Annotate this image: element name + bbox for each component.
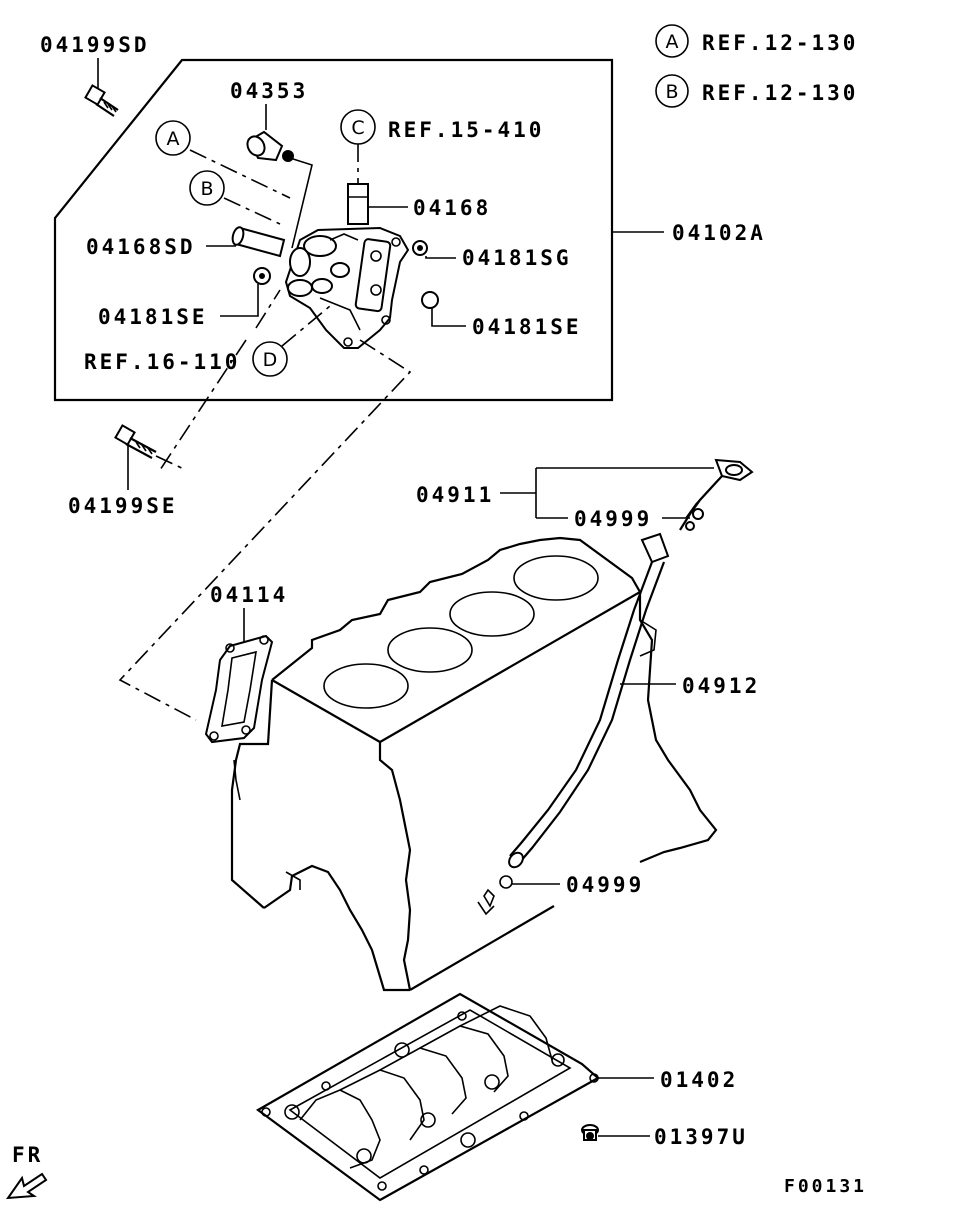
label-04168SD[interactable]: 04168SD bbox=[86, 235, 196, 259]
label-04181SE-left[interactable]: 04181SE bbox=[98, 305, 208, 329]
sensor-guide-line bbox=[289, 157, 313, 249]
label-04911[interactable]: 04911 bbox=[416, 483, 494, 507]
label-ref-16-110[interactable]: REF.16-110 bbox=[84, 350, 240, 374]
assembly-frame bbox=[53, 58, 614, 402]
plug-icon-04181SE-right bbox=[421, 291, 439, 309]
leader-04181SG bbox=[425, 256, 456, 259]
legend-ref-b: REF.12-130 bbox=[702, 81, 858, 105]
bolt-guide-line bbox=[159, 339, 247, 471]
bolt-se-dash bbox=[155, 455, 187, 471]
leader-04181SE-left bbox=[220, 284, 259, 317]
callout-b-letter: B bbox=[200, 178, 213, 200]
gasket-guide-line bbox=[118, 339, 412, 721]
cylinder-bore-2 bbox=[387, 627, 473, 673]
legend-circle-a bbox=[655, 24, 689, 58]
callout-d-line bbox=[281, 305, 331, 347]
leader-04911 bbox=[500, 467, 714, 519]
figure-code: F00131 bbox=[784, 1176, 867, 1197]
callout-b-line bbox=[223, 197, 281, 225]
label-04114[interactable]: 04114 bbox=[210, 583, 288, 607]
oring-icon-bottom bbox=[499, 875, 513, 889]
label-04999-top[interactable]: 04999 bbox=[574, 507, 652, 531]
legend-letter-a: A bbox=[666, 31, 679, 53]
callout-a-letter: A bbox=[167, 128, 180, 150]
bedplate-icon bbox=[255, 992, 600, 1202]
gasket-icon bbox=[204, 634, 274, 744]
callout-a-line bbox=[189, 149, 291, 199]
bolt-icon-04199SD bbox=[84, 84, 119, 117]
bolt-icon-04199SE bbox=[114, 424, 157, 459]
oil-filter-bracket bbox=[284, 226, 410, 349]
label-04353[interactable]: 04353 bbox=[230, 79, 308, 103]
callout-c-letter: C bbox=[351, 117, 364, 139]
pipe-icon-04168 bbox=[347, 183, 369, 225]
legend-letter-b: B bbox=[665, 81, 678, 103]
pipe-icon-04168SD bbox=[231, 226, 286, 258]
label-01402[interactable]: 01402 bbox=[660, 1068, 738, 1092]
label-04999-bottom[interactable]: 04999 bbox=[566, 873, 644, 897]
plug-icon-04181SE-left bbox=[253, 267, 271, 285]
label-04102A[interactable]: 04102A bbox=[672, 221, 766, 245]
leader-04181SE-right bbox=[431, 308, 466, 327]
dipstick-icon bbox=[679, 458, 754, 531]
label-ref-15-410[interactable]: REF.15-410 bbox=[388, 118, 544, 142]
legend-ref-a: REF.12-130 bbox=[702, 31, 858, 55]
plug-icon-04181SG bbox=[412, 240, 428, 256]
cylinder-bore-4 bbox=[513, 555, 599, 601]
callout-d-letter: D bbox=[263, 349, 278, 371]
bolt-icon-01397U bbox=[581, 1124, 599, 1141]
cylinder-block bbox=[230, 536, 718, 992]
cylinder-bore-3 bbox=[449, 591, 535, 637]
legend-circle-b bbox=[655, 74, 689, 108]
sensor-icon bbox=[246, 130, 294, 162]
cylinder-bore-1 bbox=[323, 663, 409, 709]
front-arrow-icon bbox=[5, 1172, 48, 1200]
front-label: FR bbox=[12, 1143, 43, 1167]
label-04199SD[interactable]: 04199SD bbox=[40, 33, 150, 57]
label-04181SG[interactable]: 04181SG bbox=[462, 246, 572, 270]
label-04168[interactable]: 04168 bbox=[413, 196, 491, 220]
callout-b bbox=[189, 170, 225, 206]
label-04912[interactable]: 04912 bbox=[682, 674, 760, 698]
guide-tube-icon bbox=[508, 532, 670, 869]
callout-a bbox=[155, 120, 191, 156]
label-04181SE-right[interactable]: 04181SE bbox=[472, 315, 582, 339]
callout-d bbox=[252, 341, 288, 377]
label-04199SE[interactable]: 04199SE bbox=[68, 494, 178, 518]
legend: A REF.12-130 B REF.12-130 bbox=[655, 24, 858, 108]
label-01397U[interactable]: 01397U bbox=[654, 1125, 748, 1149]
dash-left-1 bbox=[255, 289, 281, 329]
